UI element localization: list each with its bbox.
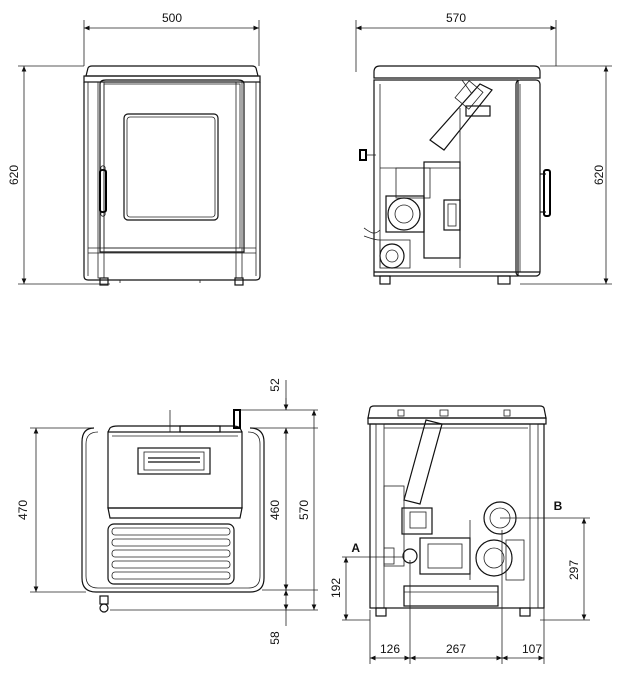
rear-297-dim: 297 xyxy=(567,560,581,580)
top-470-dim: 470 xyxy=(16,500,30,520)
side-view: 570 620 xyxy=(355,11,612,285)
top-52-dim: 52 xyxy=(268,378,282,392)
connection-a-label: A xyxy=(351,541,360,555)
front-view: 500 620 xyxy=(7,11,261,286)
vent-grille xyxy=(111,527,231,580)
rear-view: A B 192 297 126 267 107 xyxy=(329,405,590,664)
front-height-dim: 620 xyxy=(7,165,21,185)
top-view: 470 52 460 570 58 xyxy=(16,378,318,645)
top-58-dim: 58 xyxy=(268,631,282,645)
front-width-dim: 500 xyxy=(162,11,182,25)
side-height-dim: 620 xyxy=(592,165,606,185)
top-570-dim: 570 xyxy=(297,500,311,520)
rear-126-dim: 126 xyxy=(380,642,400,656)
connection-b-label: B xyxy=(554,499,563,513)
rear-107-dim: 107 xyxy=(522,642,542,656)
rear-192-dim: 192 xyxy=(329,578,343,598)
rear-267-dim: 267 xyxy=(446,642,466,656)
top-460-dim: 460 xyxy=(268,500,282,520)
side-depth-dim: 570 xyxy=(446,11,466,25)
